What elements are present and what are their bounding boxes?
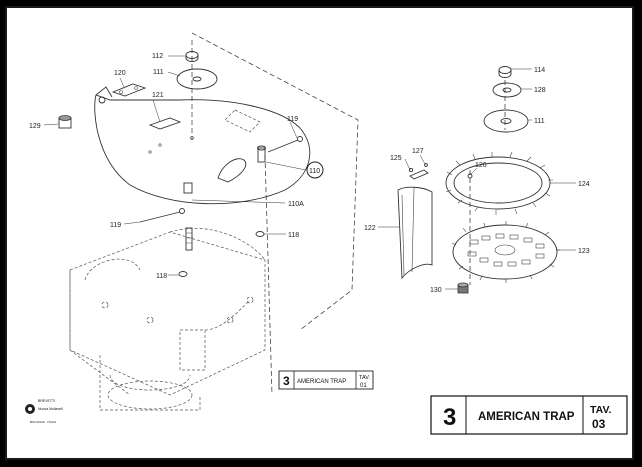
inner-title-block: 3 AMERICAN TRAP TAV. 01 bbox=[278, 370, 374, 390]
main-tav-label: TAV. bbox=[590, 404, 611, 416]
label-118-center: 118 bbox=[156, 273, 167, 280]
label-123: 123 bbox=[578, 248, 590, 255]
main-title-block: 3 AMERICAN TRAP TAV. 03 bbox=[430, 395, 628, 435]
label-120: 120 bbox=[114, 70, 126, 77]
label-111-left: 111 bbox=[153, 69, 164, 76]
part-126-pin bbox=[467, 173, 473, 179]
part-110-post bbox=[257, 145, 266, 163]
center-bolt bbox=[183, 182, 193, 251]
label-127: 127 bbox=[412, 148, 424, 155]
phantom-base-housing bbox=[69, 228, 266, 411]
part-121-plate bbox=[148, 117, 182, 130]
label-125: 125 bbox=[390, 155, 402, 162]
logo-line-2: Nuova Mollavell bbox=[38, 407, 63, 411]
part-118-oring-right bbox=[255, 231, 265, 237]
part-119-spring-bottom bbox=[139, 208, 185, 223]
part-130-bushing bbox=[457, 282, 469, 294]
part-114-nut bbox=[498, 66, 512, 78]
label-122: 122 bbox=[364, 225, 376, 232]
part-110a-main-plate bbox=[94, 86, 311, 205]
label-114: 114 bbox=[534, 67, 545, 74]
logo-line-3: BOLOGNA · ITALIA bbox=[30, 420, 56, 424]
part-112-nut bbox=[185, 51, 199, 62]
label-119-bottom: 119 bbox=[110, 222, 121, 229]
label-110a: 110A bbox=[288, 201, 304, 208]
inner-tav-number: 01 bbox=[360, 383, 367, 389]
label-128: 128 bbox=[534, 87, 546, 94]
part-125-bracket bbox=[408, 163, 429, 180]
label-118-right: 118 bbox=[288, 232, 299, 239]
label-110: 110 bbox=[309, 168, 320, 175]
part-118-oring-center bbox=[178, 271, 188, 277]
logo-line-1: BREVETTI bbox=[38, 399, 55, 403]
main-tav-number: 03 bbox=[592, 417, 606, 431]
main-title-number: 3 bbox=[443, 404, 456, 431]
part-124-notched-ring bbox=[445, 151, 553, 215]
part-110-callout-circle bbox=[306, 161, 324, 179]
inner-title-number: 3 bbox=[283, 374, 290, 388]
part-111-washer-left bbox=[176, 68, 218, 90]
part-111-washer-right bbox=[483, 109, 529, 133]
part-122-deflector bbox=[397, 186, 433, 280]
assembly-axis-line bbox=[191, 32, 359, 331]
inner-tav-label: TAV. bbox=[359, 375, 370, 381]
label-124: 124 bbox=[578, 181, 590, 188]
leader-lines bbox=[43, 55, 576, 290]
main-title-text: AMERICAN TRAP bbox=[478, 411, 575, 423]
label-126: 126 bbox=[475, 162, 487, 169]
label-112: 112 bbox=[152, 53, 163, 60]
part-120-plate bbox=[111, 83, 147, 97]
label-121: 121 bbox=[152, 92, 164, 99]
part-123-slotted-disc bbox=[451, 221, 560, 283]
inner-title-text: AMERICAN TRAP bbox=[297, 379, 346, 385]
axis-line-right bbox=[264, 154, 273, 396]
manufacturer-logo: BREVETTI Nuova Mollavell BOLOGNA · ITALI… bbox=[25, 399, 63, 424]
label-129: 129 bbox=[29, 123, 41, 130]
part-129-bushing bbox=[58, 115, 72, 129]
part-128-washer bbox=[492, 82, 522, 98]
label-111-right: 111 bbox=[534, 118, 545, 125]
label-130: 130 bbox=[430, 287, 442, 294]
part-119-spring-top bbox=[267, 136, 303, 153]
label-119-top: 119 bbox=[287, 116, 298, 123]
